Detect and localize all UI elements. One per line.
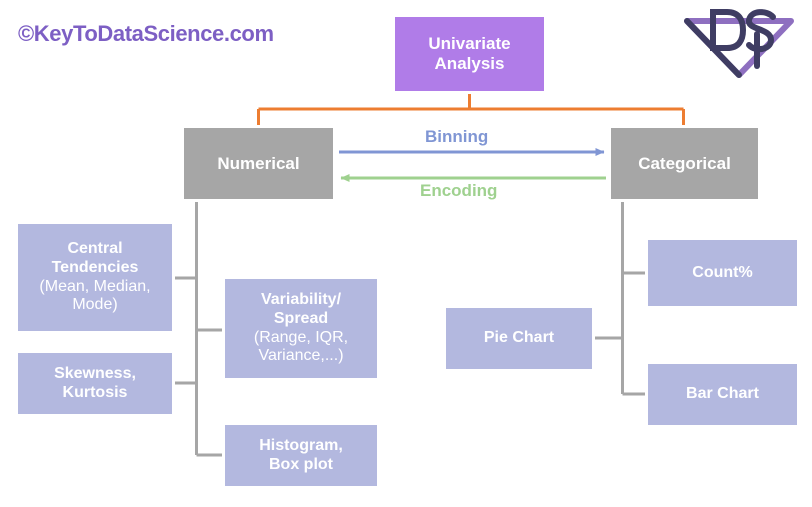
logo-letter-s — [746, 9, 776, 53]
node-numerical-label: Numerical — [217, 153, 300, 173]
node-skewness-kurtosis[interactable]: Skewness, Kurtosis — [15, 350, 175, 417]
node-univariate-analysis[interactable]: Univariate Analysis — [392, 14, 547, 94]
node-variability-sub-1: (Range, IQR, — [253, 328, 349, 346]
node-variability-spread[interactable]: Variability/ Spread (Range, IQR, Varianc… — [222, 276, 380, 381]
node-bar-chart[interactable]: Bar Chart — [645, 361, 800, 428]
node-central-sub-1: (Mean, Median, — [39, 277, 151, 295]
node-skewness-title-1: Skewness, — [54, 364, 136, 382]
node-categorical[interactable]: Categorical — [608, 125, 761, 202]
node-numerical[interactable]: Numerical — [181, 125, 336, 202]
node-count-percent-label: Count% — [692, 263, 753, 281]
node-variability-sub-2: Variance,...) — [258, 347, 344, 365]
node-bar-chart-label: Bar Chart — [686, 385, 759, 403]
watermark-keytodatascience: ©KeyToDataScience.com — [18, 21, 274, 46]
node-variability-title-1: Variability/ — [260, 291, 342, 309]
arrow-label-binning: Binning — [425, 127, 489, 146]
node-skewness-title-2: Kurtosis — [62, 383, 128, 401]
node-central-title-2: Tendencies — [51, 258, 139, 276]
node-central-title-1: Central — [67, 240, 123, 258]
logo-triangle — [684, 18, 794, 78]
node-histogram-title-1: Histogram, — [259, 436, 343, 454]
arrow-label-encoding: Encoding — [420, 181, 498, 200]
node-central-tendencies[interactable]: Central Tendencies (Mean, Median, Mode) — [15, 221, 175, 334]
node-variability-title-2: Spread — [273, 309, 329, 327]
logo-letter-d — [710, 9, 747, 51]
connector-categorical-subtree — [595, 202, 645, 396]
node-count-percent[interactable]: Count% — [645, 237, 800, 309]
node-categorical-label: Categorical — [638, 153, 731, 173]
connector-numerical-subtree — [175, 202, 222, 457]
node-histogram-title-2: Box plot — [269, 455, 333, 473]
node-central-sub-2: Mode) — [72, 296, 118, 314]
node-pie-chart[interactable]: Pie Chart — [443, 305, 595, 372]
node-histogram-boxplot[interactable]: Histogram, Box plot — [222, 422, 380, 489]
node-pie-chart-label: Pie Chart — [483, 329, 555, 347]
connector-root-orange — [257, 94, 685, 126]
node-univariate-line1: Univariate — [428, 34, 511, 54]
node-univariate-line2: Analysis — [434, 54, 505, 73]
ds-logo — [684, 9, 794, 78]
